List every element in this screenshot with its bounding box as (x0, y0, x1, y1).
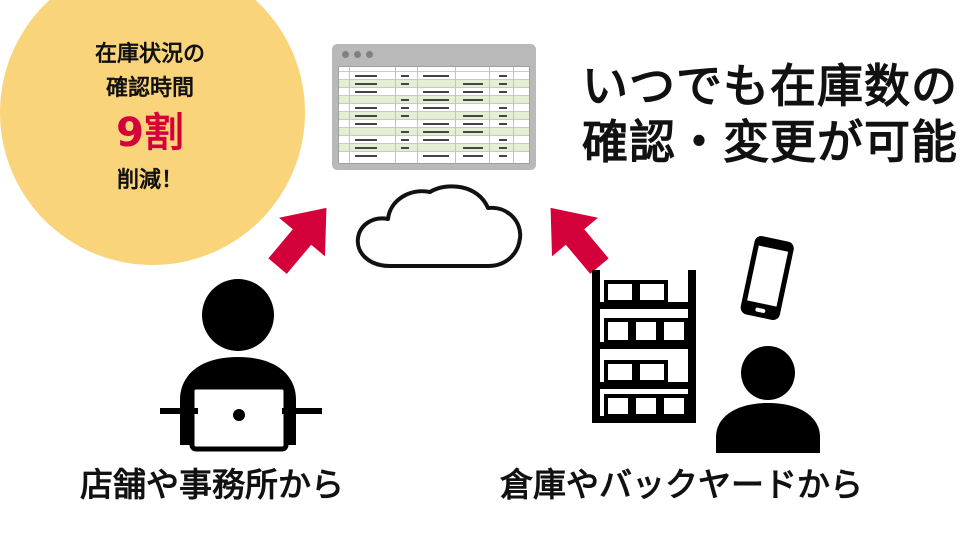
cell-text-placeholder (423, 131, 449, 133)
cell-text-placeholder (499, 91, 507, 93)
cell-text-placeholder (499, 139, 507, 141)
shelf-boxes-icon (592, 270, 696, 423)
badge-line-2: 確認時間 (105, 76, 194, 101)
cell-text-placeholder (499, 107, 507, 109)
cell-text-placeholder (499, 123, 507, 125)
cell-text-placeholder (355, 155, 377, 157)
cell-text-placeholder (355, 75, 377, 77)
spreadsheet-column-line (349, 67, 350, 163)
cloud-icon (355, 184, 523, 268)
cell-text-placeholder (423, 123, 449, 125)
person-icon (716, 346, 820, 453)
cell-text-placeholder (463, 131, 483, 133)
spreadsheet-column-line (417, 67, 418, 163)
cell-text-placeholder (499, 75, 507, 77)
cell-text-placeholder (401, 139, 409, 141)
spreadsheet-row (339, 111, 529, 119)
cell-text-placeholder (463, 155, 483, 157)
spreadsheet-row (339, 151, 529, 159)
cell-text-placeholder (401, 115, 409, 117)
spreadsheet-row (339, 135, 529, 143)
spreadsheet-row (339, 119, 529, 127)
cell-text-placeholder (499, 83, 507, 85)
badge-line-1: 在庫状況の (94, 42, 205, 67)
spreadsheet-column-line (513, 67, 514, 163)
cell-text-placeholder (355, 107, 377, 109)
cell-text-placeholder (355, 115, 377, 117)
cell-text-placeholder (463, 123, 483, 125)
cell-text-placeholder (463, 147, 483, 149)
cell-text-placeholder (401, 75, 409, 77)
arrow-up-left-icon (550, 207, 609, 274)
cell-text-placeholder (401, 147, 409, 149)
cell-text-placeholder (355, 123, 377, 125)
cell-text-placeholder (401, 131, 409, 133)
cell-text-placeholder (423, 75, 449, 77)
time-reduction-badge (0, 0, 305, 265)
arrow-up-right-icon (268, 207, 327, 274)
spreadsheet-row (339, 95, 529, 103)
spreadsheet-window-icon (332, 44, 536, 170)
cell-text-placeholder (463, 99, 483, 101)
window-dot-icon (354, 51, 361, 58)
cell-text-placeholder (401, 99, 409, 101)
cell-text-placeholder (423, 155, 449, 157)
window-dot-icon (342, 51, 349, 58)
cell-text-placeholder (401, 83, 409, 85)
spreadsheet-row (339, 79, 529, 87)
spreadsheet-column-line (489, 67, 490, 163)
cell-text-placeholder (401, 107, 409, 109)
headline-line-1: いつでも在庫数の (582, 59, 958, 113)
caption-office: 店舗や事務所から (80, 465, 344, 504)
cell-text-placeholder (355, 147, 377, 149)
cell-text-placeholder (499, 115, 507, 117)
badge-highlight: 9割 (116, 110, 184, 156)
smartphone-icon (740, 236, 794, 321)
cell-text-placeholder (463, 91, 483, 93)
cell-text-placeholder (423, 139, 449, 141)
person-laptop-icon (160, 279, 322, 452)
cell-text-placeholder (423, 91, 449, 93)
caption-warehouse: 倉庫やバックヤードから (500, 465, 863, 504)
cell-text-placeholder (355, 83, 377, 85)
headline-line-2: 確認・変更が可能 (582, 115, 958, 169)
spreadsheet-column-line (455, 67, 456, 163)
badge-line-3: 削減！ (116, 168, 183, 193)
cell-text-placeholder (463, 83, 483, 85)
cell-text-placeholder (423, 107, 449, 109)
spreadsheet-row (339, 143, 529, 151)
cell-text-placeholder (355, 139, 377, 141)
cell-text-placeholder (423, 99, 449, 101)
window-dot-icon (366, 51, 373, 58)
cell-text-placeholder (463, 115, 483, 117)
spreadsheet-column-line (395, 67, 396, 163)
spreadsheet-row (339, 127, 529, 135)
spreadsheet-row (339, 71, 529, 79)
cell-text-placeholder (499, 155, 507, 157)
spreadsheet-row (339, 103, 529, 111)
headline: いつでも在庫数の 確認・変更が可能 (582, 58, 977, 170)
cell-text-placeholder (499, 147, 507, 149)
spreadsheet-grid (338, 66, 530, 164)
badge-text: 在庫状況の 確認時間 9割 削減！ (30, 38, 270, 198)
cell-text-placeholder (355, 91, 377, 93)
window-title-bar (332, 44, 536, 64)
spreadsheet-row (339, 87, 529, 95)
